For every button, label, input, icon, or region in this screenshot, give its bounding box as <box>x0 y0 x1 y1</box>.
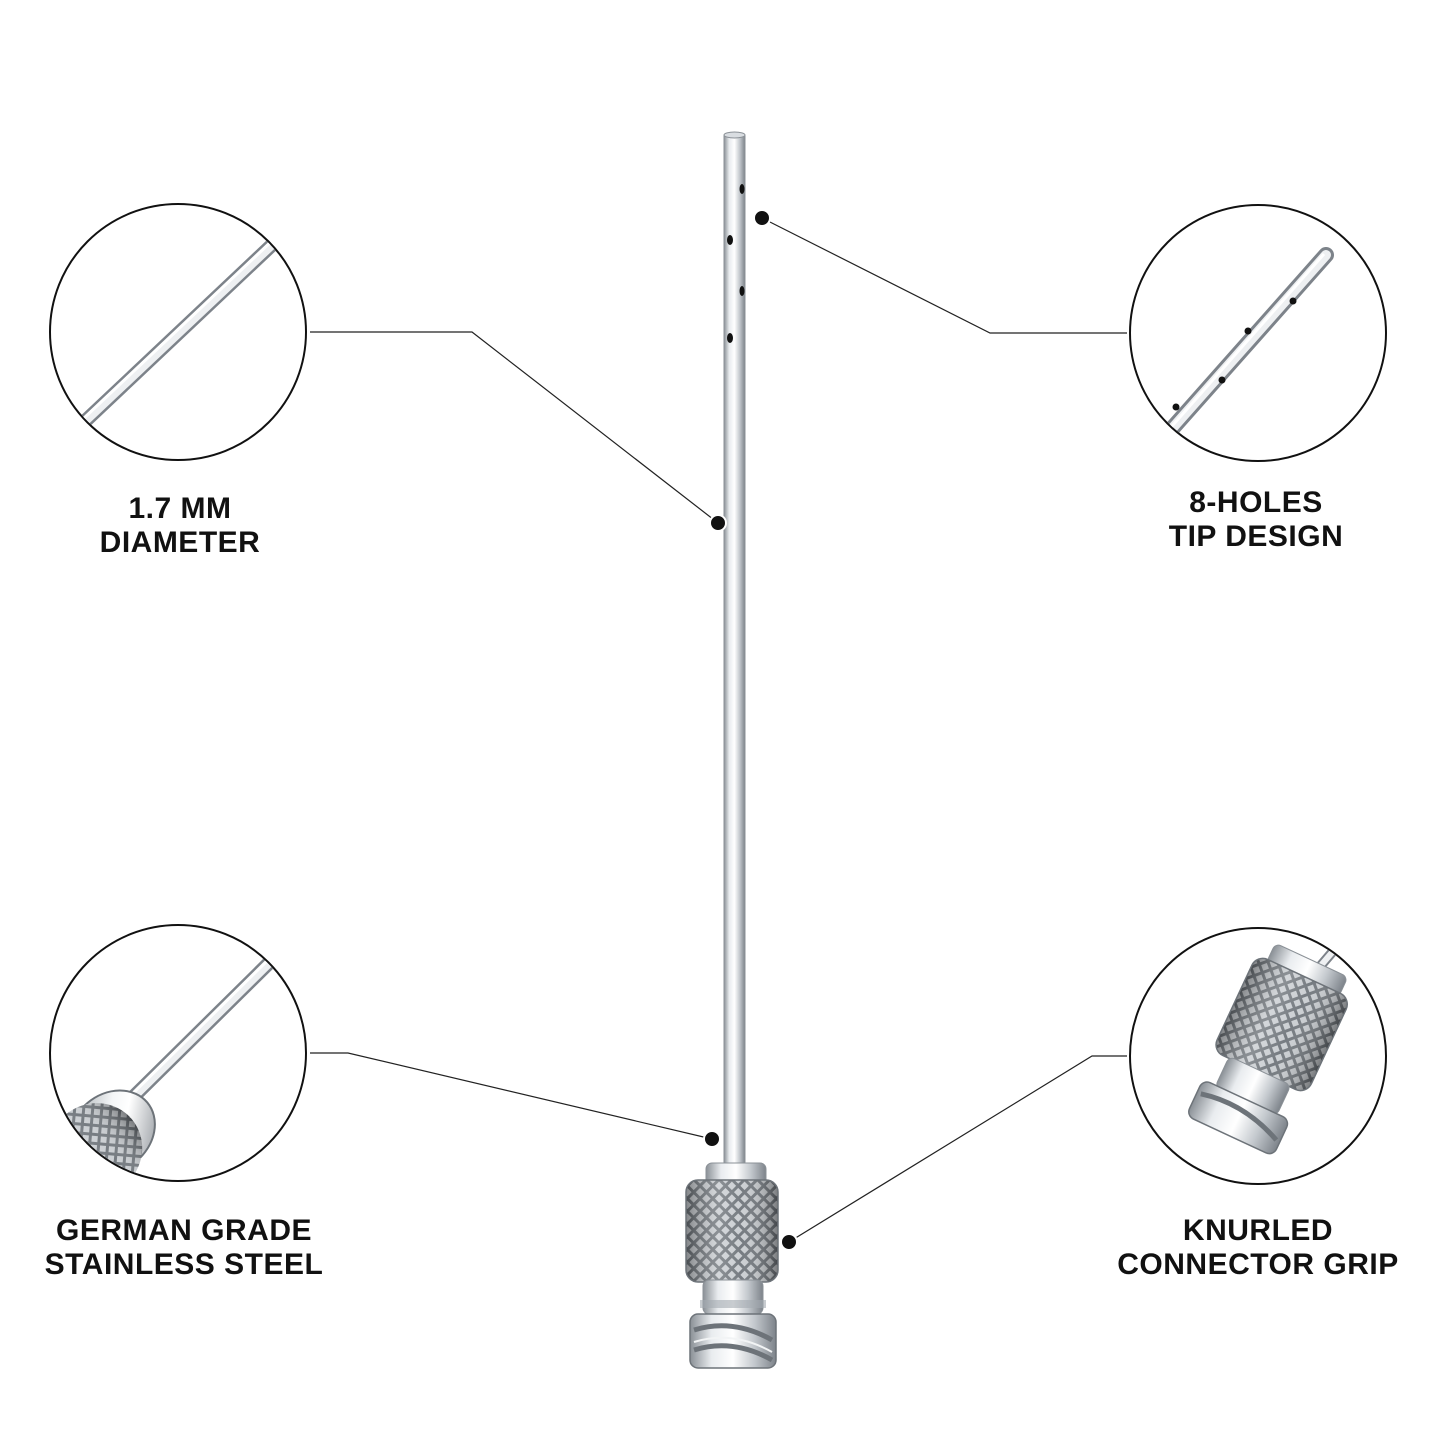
callout-line-diameter <box>310 331 719 524</box>
callout-line-steel <box>310 1052 713 1140</box>
feature-label-steel-line1: GERMAN GRADE <box>55 1214 312 1247</box>
feature-label-holes-line2: TIP DESIGN <box>1168 520 1344 553</box>
callout-dot-steel <box>703 1130 721 1148</box>
feature-label-holes: 8-HOLES TIP DESIGN <box>1076 486 1436 554</box>
feature-label-steel-line2: STAINLESS STEEL <box>44 1248 324 1281</box>
callout-line-grip <box>788 1055 1127 1243</box>
callout-line-holes <box>761 217 1127 334</box>
feature-label-holes-line1: 8-HOLES <box>1189 486 1323 519</box>
callout-dots <box>703 209 798 1251</box>
callout-lines <box>310 217 1127 1243</box>
callout-dot-diameter <box>709 514 727 532</box>
feature-label-diameter-line1: 1.7 MM <box>128 492 232 525</box>
feature-label-diameter-line2: DIAMETER <box>99 526 261 559</box>
zoom-circle-holes <box>1129 204 1387 462</box>
cannula <box>685 131 779 1369</box>
feature-label-diameter: 1.7 MM DIAMETER <box>0 492 360 560</box>
feature-label-grip: KNURLED CONNECTOR GRIP <box>1078 1214 1438 1282</box>
hub-neck <box>702 1279 764 1315</box>
feature-label-grip-line1: KNURLED <box>1182 1214 1334 1247</box>
zoom-circle-grip <box>1129 927 1387 1185</box>
cannula-tip <box>723 131 746 139</box>
callout-dot-grip <box>780 1233 798 1251</box>
knurled-hub <box>685 1179 779 1283</box>
feature-label-grip-line2: CONNECTOR GRIP <box>1117 1248 1399 1281</box>
tip-holes <box>727 184 745 343</box>
zoom-circle-diameter <box>49 203 307 461</box>
luer-thread <box>689 1313 777 1369</box>
zoom-circle-steel <box>49 924 307 1182</box>
callout-dot-holes <box>753 209 771 227</box>
feature-label-steel: GERMAN GRADE STAINLESS STEEL <box>4 1214 364 1282</box>
